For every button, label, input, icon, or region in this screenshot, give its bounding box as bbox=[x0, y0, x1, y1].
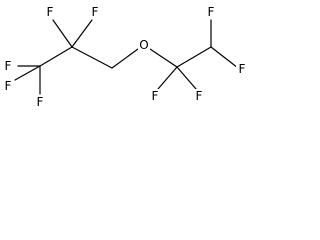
atom-label: F bbox=[208, 5, 215, 19]
bond-c2-c3 bbox=[71, 46, 113, 69]
atom-fluorine: F bbox=[149, 89, 160, 103]
bond-c4-f bbox=[157, 66, 178, 90]
atom-fluorine: F bbox=[206, 5, 217, 19]
bond-c1-c2 bbox=[39, 46, 73, 67]
atom-label: F bbox=[37, 95, 44, 109]
atom-label: F bbox=[92, 5, 99, 19]
atom-oxygen: O bbox=[138, 38, 150, 52]
chemical-structure-diagram: F F F F F O F F bbox=[2, 5, 247, 109]
atom-fluorine: F bbox=[236, 62, 247, 76]
atom-label: F bbox=[5, 59, 12, 73]
bond-c4-f bbox=[176, 66, 197, 90]
atom-label: F bbox=[47, 5, 54, 19]
atom-label: F bbox=[239, 62, 246, 76]
atom-fluorine: F bbox=[35, 95, 46, 109]
atom-label: O bbox=[139, 38, 148, 52]
atom-label: F bbox=[5, 79, 12, 93]
bond-c2-f bbox=[71, 19, 93, 48]
atom-fluorine: F bbox=[45, 5, 56, 19]
bond-c1-f bbox=[14, 65, 41, 81]
atom-fluorine: F bbox=[90, 5, 101, 19]
atom-fluorine: F bbox=[2, 79, 13, 93]
bond-o-c4 bbox=[149, 48, 178, 68]
bond-c2-f bbox=[52, 19, 73, 48]
bond-layer bbox=[14, 19, 239, 95]
bond-c4-c5 bbox=[176, 46, 212, 68]
bond-c5-f bbox=[210, 46, 239, 69]
atom-label: F bbox=[152, 89, 159, 103]
atom-label: F bbox=[196, 89, 203, 103]
atom-fluorine: F bbox=[2, 59, 13, 73]
bond-c3-o bbox=[111, 48, 139, 69]
atom-label-layer: F F F F F O F F bbox=[2, 5, 247, 109]
atom-fluorine: F bbox=[194, 89, 205, 103]
